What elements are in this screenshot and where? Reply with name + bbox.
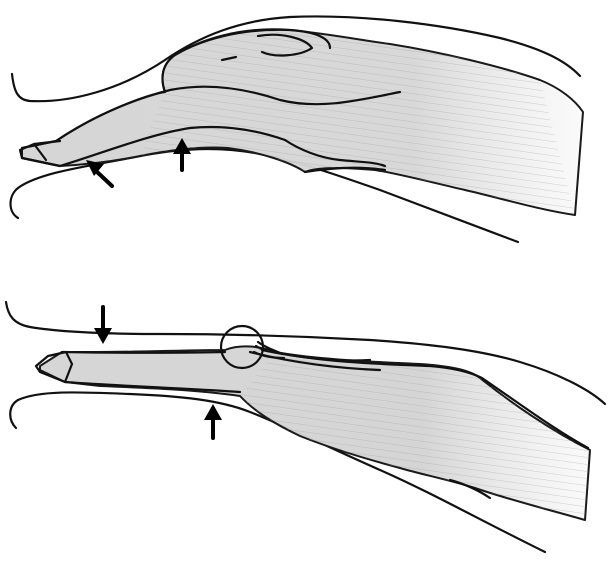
lower-tendon-top-edge (62, 352, 225, 353)
lower-panel (6, 302, 605, 552)
upper-muscle-hatch (140, 29, 575, 215)
lower-muscle-hatch (240, 352, 590, 520)
upper-panel (11, 16, 584, 242)
upper-arrow-diagonal (86, 160, 112, 186)
lower-arrow-down (94, 307, 112, 344)
lower-arrow-up (204, 404, 222, 438)
